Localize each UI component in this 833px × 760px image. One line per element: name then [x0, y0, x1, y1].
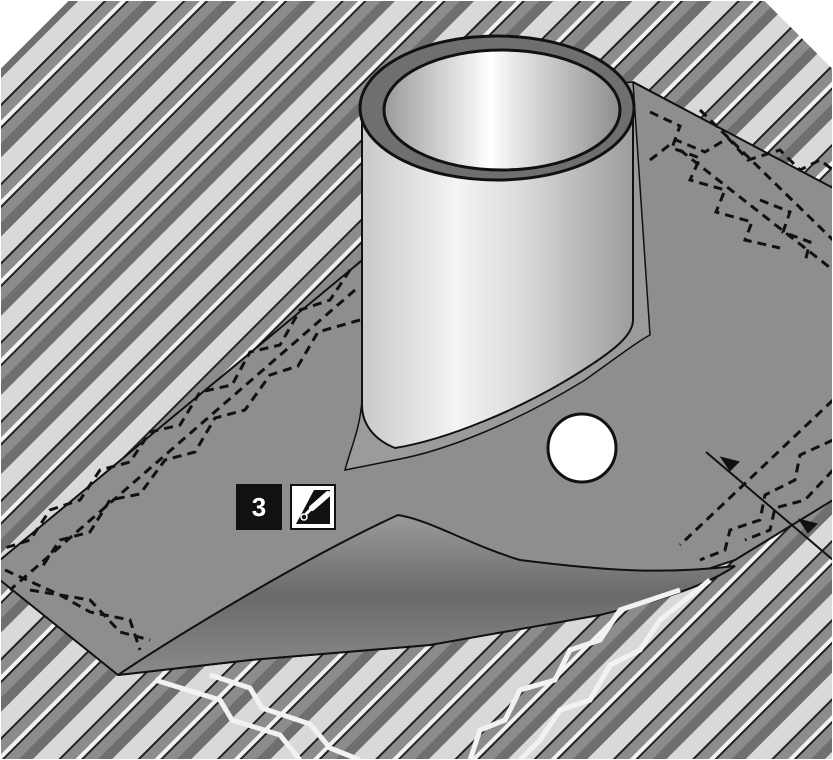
adhesive-applicator-icon	[290, 484, 336, 530]
under-flap-welds	[154, 578, 712, 760]
pipe-opening	[382, 48, 622, 172]
blank-circle-marker-icon	[546, 412, 618, 484]
weld-seam-upper-right	[649, 108, 833, 272]
weld-seam-right	[678, 398, 833, 562]
seam-width-dimension	[705, 451, 833, 561]
step-number-badge: 3	[236, 484, 282, 530]
weld-seam-left	[4, 269, 361, 651]
pipe-body	[361, 104, 634, 450]
